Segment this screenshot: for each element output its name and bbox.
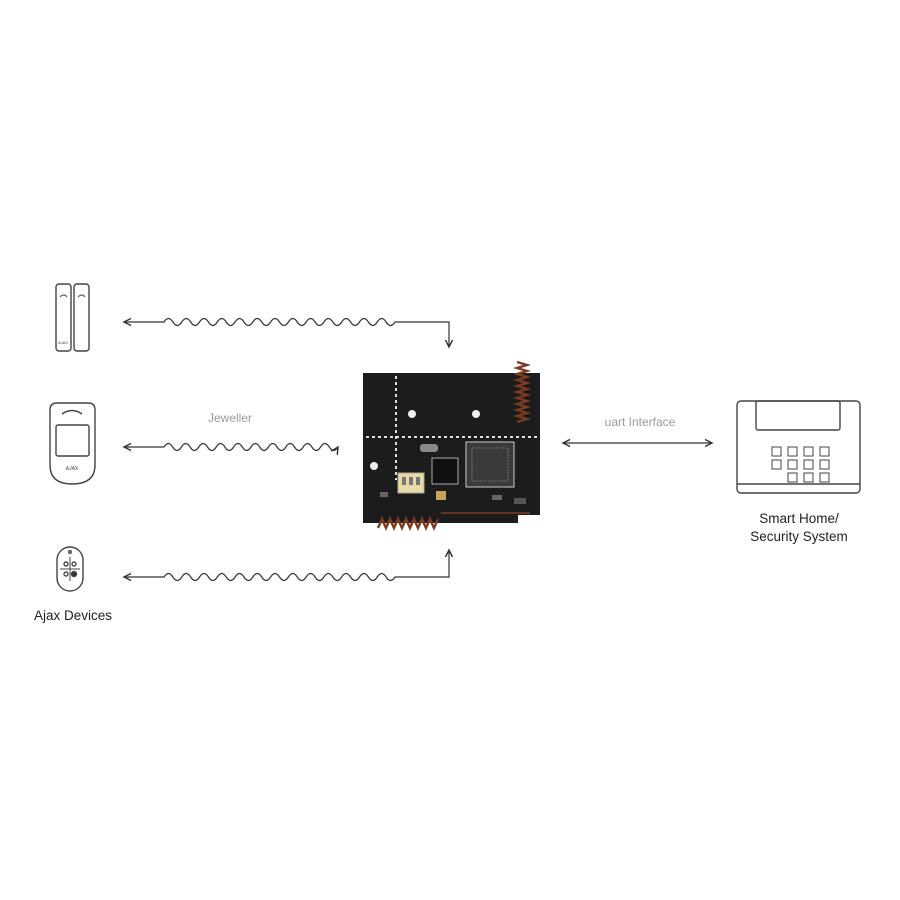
uart-interface-label: uart Interface — [604, 415, 676, 429]
keypad-key — [771, 446, 782, 457]
system-caption-line1: Smart Home/ — [759, 511, 839, 526]
control-panel-icon — [736, 400, 861, 494]
circuit-board-icon — [363, 360, 540, 531]
wave-link-motion-detector — [124, 444, 338, 451]
wave-link-keyfob — [124, 550, 449, 581]
motion-detector-icon: AJAX — [49, 402, 96, 485]
system-caption-line2: Security System — [750, 529, 848, 544]
ajax-devices-caption: Ajax Devices — [33, 608, 113, 623]
svg-text:AJAX: AJAX — [66, 466, 79, 472]
keypad-key — [771, 459, 782, 470]
keyfob-icon — [56, 546, 84, 592]
wave-link-door-sensor — [124, 319, 449, 348]
keypad-key — [819, 446, 830, 457]
keypad-key — [803, 446, 814, 457]
keypad-key — [787, 459, 798, 470]
svg-text:AJAX: AJAX — [58, 340, 68, 345]
keypad-key — [803, 459, 814, 470]
keypad-key — [819, 472, 830, 483]
keypad-key — [803, 472, 814, 483]
keypad-key — [787, 472, 798, 483]
door-sensor-icon: AJAX — [55, 283, 90, 352]
keypad-key — [787, 446, 798, 457]
keypad-key — [819, 459, 830, 470]
jeweller-protocol-label: Jeweller — [207, 411, 252, 425]
